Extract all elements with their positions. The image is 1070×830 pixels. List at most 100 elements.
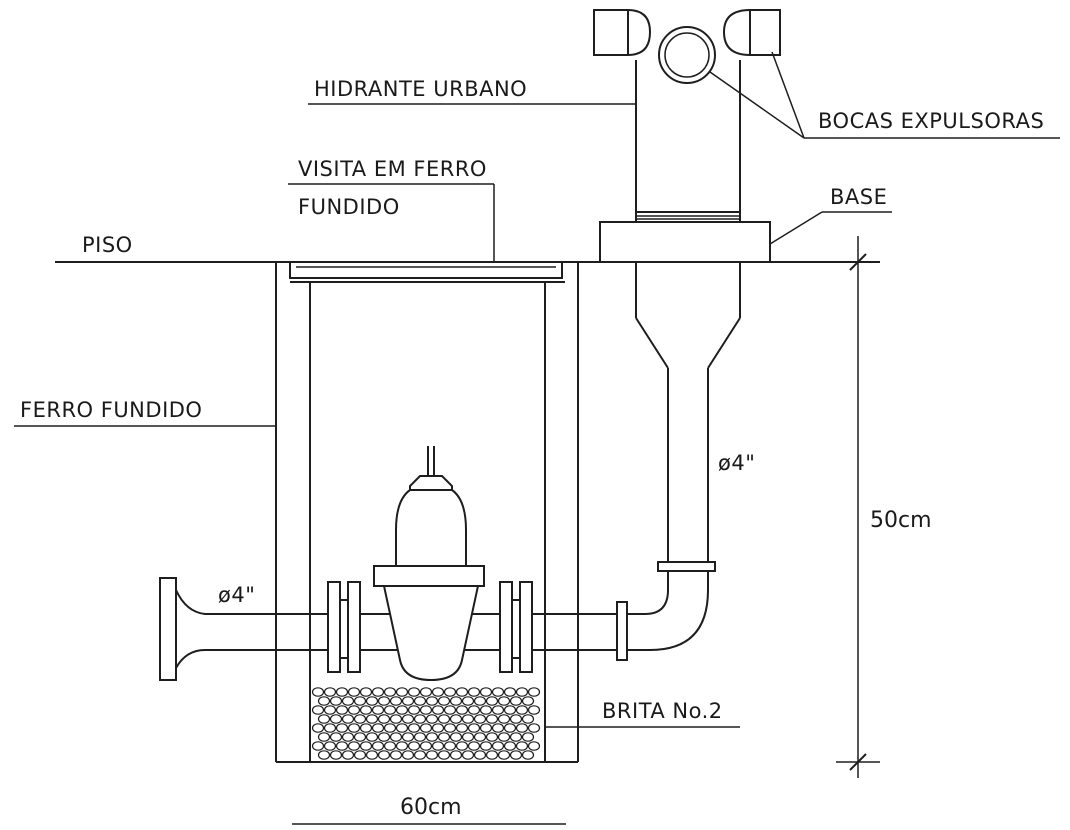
manhole-cover — [289, 261, 565, 283]
gravel-pebble — [317, 714, 331, 724]
gravel-pebble — [419, 723, 433, 733]
gravel-pebble — [503, 705, 517, 715]
gravel-pebble — [413, 696, 427, 706]
gravel-pebble — [485, 714, 499, 724]
gravel-pebble — [503, 723, 517, 733]
width-label: 60cm — [400, 795, 462, 820]
gravel-pebble — [521, 696, 535, 706]
gravel-pebble — [395, 687, 409, 697]
gravel-pebble — [383, 705, 397, 715]
gravel-pebble — [449, 732, 463, 742]
gravel-pebble — [503, 687, 517, 697]
gravel-pebble — [359, 741, 373, 751]
gravel-pebble — [515, 705, 529, 715]
gravel-pebble — [347, 705, 361, 715]
gravel-pebble — [485, 732, 499, 742]
gravel-pebble — [479, 705, 493, 715]
gravel-pebble — [401, 750, 415, 760]
gravel-pebble — [437, 732, 451, 742]
gravel-pebble — [329, 714, 343, 724]
gravel-pebble — [527, 687, 541, 697]
gravel-pebble — [413, 714, 427, 724]
gravel-pebble — [491, 723, 505, 733]
gravel-pebble — [473, 732, 487, 742]
gravel-pebble — [389, 696, 403, 706]
gravel-pebble — [395, 705, 409, 715]
gravel-pebble — [401, 732, 415, 742]
gravel-pebble — [485, 696, 499, 706]
manhole-label-line2: FUNDIDO — [298, 195, 400, 219]
gravel-pebble — [407, 705, 421, 715]
floor-label: PISO — [82, 233, 133, 257]
gravel-pebble — [389, 750, 403, 760]
gravel-pebble — [377, 696, 391, 706]
hydrant-base — [599, 221, 771, 263]
pit-box — [275, 262, 579, 763]
gravel-pebble — [359, 687, 373, 697]
gravel-pebble — [449, 750, 463, 760]
gravel-pebble — [329, 750, 343, 760]
gravel-pebble — [497, 714, 511, 724]
gravel-pebble — [377, 750, 391, 760]
gravel-pebble — [419, 705, 433, 715]
gravel-pebble — [329, 696, 343, 706]
outlets-label: BOCAS EXPULSORAS — [818, 109, 1044, 133]
gravel-pebble — [431, 723, 445, 733]
gravel-pebble — [509, 714, 523, 724]
outlets-leader — [709, 51, 1060, 139]
gravel-pebble — [455, 741, 469, 751]
manhole-leader — [288, 183, 495, 262]
gravel-pebble — [443, 705, 457, 715]
gravel-pebble — [497, 732, 511, 742]
gravel-pebble — [473, 714, 487, 724]
gravel-pebble — [455, 687, 469, 697]
gravel-pebble — [521, 714, 535, 724]
gravel-pebble — [485, 750, 499, 760]
gravel-pebble — [455, 723, 469, 733]
gravel-pebble — [365, 696, 379, 706]
gravel-pebble — [377, 732, 391, 742]
gravel-pebble — [371, 723, 385, 733]
depth-dimension — [836, 236, 880, 778]
gravel-pebble — [365, 714, 379, 724]
hydrant-label: HIDRANTE URBANO — [314, 77, 527, 101]
gravel-pebble — [395, 723, 409, 733]
gravel-pebble — [425, 732, 439, 742]
gravel-pebble — [521, 732, 535, 742]
gravel-pebble — [311, 687, 325, 697]
base-leader — [769, 211, 892, 245]
gravel-pebble — [323, 723, 337, 733]
gravel-pebble — [509, 696, 523, 706]
gravel-pebble — [407, 723, 421, 733]
gravel-pebble — [491, 741, 505, 751]
gravel-pebble — [521, 750, 535, 760]
gravel-pebble — [491, 705, 505, 715]
gravel-pebble — [341, 750, 355, 760]
gravel-pebble — [497, 750, 511, 760]
gravel-pebble — [437, 714, 451, 724]
gravel-pebble — [431, 705, 445, 715]
gravel-pebble — [353, 732, 367, 742]
gravel-pebble — [383, 687, 397, 697]
gravel-pebble — [413, 750, 427, 760]
gravel-pebble — [515, 741, 529, 751]
gravel-pebble — [503, 741, 517, 751]
gravel-pebble — [425, 750, 439, 760]
gravel-pebble — [425, 696, 439, 706]
gravel-pebble — [365, 750, 379, 760]
gravel-pebble — [389, 732, 403, 742]
gravel-pebble — [461, 696, 475, 706]
gravel-pebble — [341, 696, 355, 706]
gravel-pebble — [371, 705, 385, 715]
gravel-pebble — [359, 705, 373, 715]
gravel-pebble — [527, 741, 541, 751]
gravel-pebble — [515, 723, 529, 733]
riser-diameter-label: ø4" — [718, 451, 755, 475]
gravel-pebble — [437, 750, 451, 760]
gravel-pebble — [395, 741, 409, 751]
gravel-pebble — [419, 687, 433, 697]
gravel-label: BRITA No.2 — [602, 699, 723, 723]
gravel-pebble — [509, 750, 523, 760]
gravel-pebble — [407, 741, 421, 751]
